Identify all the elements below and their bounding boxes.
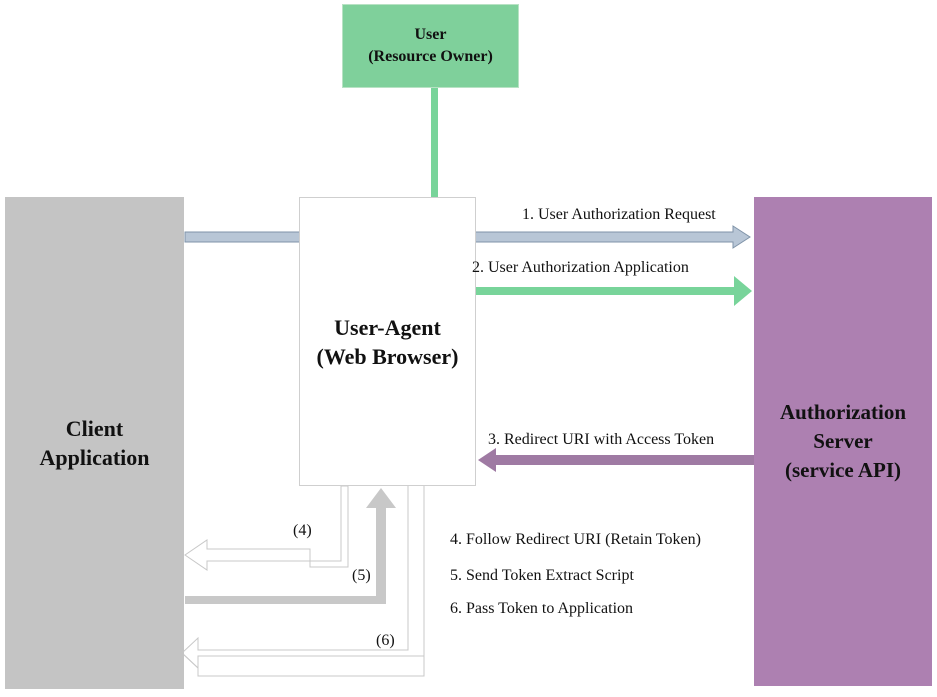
arrow-follow-redirect <box>184 486 342 571</box>
user-resource-owner-box: User (Resource Owner) <box>342 4 519 88</box>
user-title: User <box>414 26 447 43</box>
flow-label-6: 6. Pass Token to Application <box>450 600 634 617</box>
arrow-follow-redirect-tail <box>309 485 349 568</box>
client-application-box: Client Application <box>5 197 184 689</box>
flow-label-2: 2. User Authorization Application <box>472 259 689 276</box>
arrow-send-token-script <box>185 488 396 604</box>
step-label-6: (6) <box>376 632 395 649</box>
auth-title-line2: Server <box>813 429 873 453</box>
flow-label-3: 3. Redirect URI with Access Token <box>488 431 715 448</box>
flow-label-4: 4. Follow Redirect URI (Retain Token) <box>450 531 701 548</box>
authorization-server-box: Authorization Server (service API) <box>754 197 932 686</box>
client-title-line1: Client <box>65 416 124 441</box>
arrow-redirect-uri <box>478 448 754 472</box>
flow-label-5: 5. Send Token Extract Script <box>450 567 634 584</box>
arrow-pass-token-lower <box>197 656 425 677</box>
step-label-4: (4) <box>293 522 312 539</box>
user-agent-box: User-Agent (Web Browser) <box>299 197 476 486</box>
flow-label-1: 1. User Authorization Request <box>522 206 716 223</box>
step-label-5: (5) <box>352 567 371 584</box>
agent-subtitle: (Web Browser) <box>316 343 459 369</box>
arrow-pass-token-head <box>181 652 199 669</box>
client-title-line2: Application <box>39 445 150 470</box>
auth-title-line1: Authorization <box>780 400 906 424</box>
agent-title: User-Agent <box>334 314 441 340</box>
user-subtitle: (Resource Owner) <box>368 48 493 65</box>
auth-title-line3: (service API) <box>784 458 902 482</box>
